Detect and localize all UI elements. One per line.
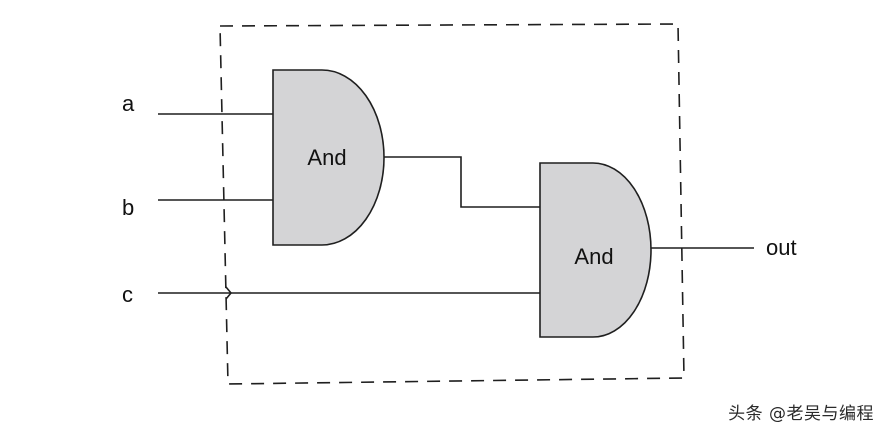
- and-gate-1: [272, 69, 385, 246]
- input-label-a: a: [122, 91, 135, 116]
- and-gate-2-label: And: [574, 244, 613, 269]
- watermark-text: 头条 @老吴与编程: [728, 404, 874, 424]
- chip-boundary: [219, 23, 685, 385]
- input-label-b: b: [122, 195, 134, 220]
- wire-and1-to-and2: [384, 156, 540, 208]
- and-gate-1-label: And: [307, 145, 346, 170]
- wire-c-arrow-mark: [225, 286, 233, 300]
- and-gate-2: [539, 162, 652, 338]
- input-label-c: c: [122, 282, 133, 307]
- output-label-out: out: [766, 235, 797, 260]
